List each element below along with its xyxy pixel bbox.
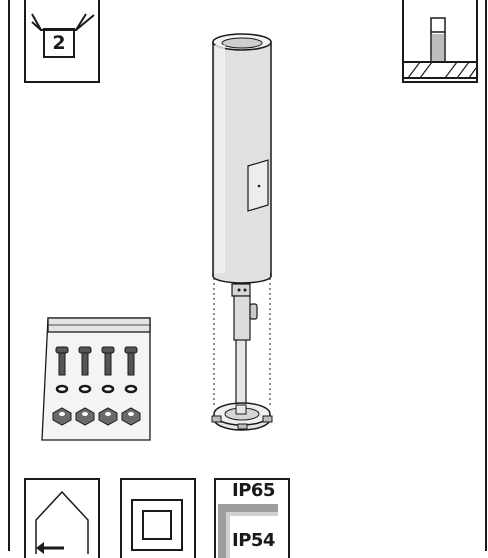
page-frame: [8, 0, 487, 551]
ground-installation-icon: [404, 17, 477, 79]
double-insulation-class-ii-icon: [131, 499, 183, 551]
house-indoor-icon: [35, 490, 89, 554]
class-ii-panel: [120, 478, 196, 558]
ip-rating-icon: [218, 504, 278, 558]
ip-rating-bottom: IP54: [232, 530, 275, 551]
washer-icons: [55, 384, 138, 394]
open-box-icon: [31, 13, 95, 31]
ground-installation-panel: [402, 0, 478, 83]
package-count: 2: [43, 28, 75, 58]
bolt-icons: [55, 346, 138, 376]
ip-rating-panel: IP65 IP54: [214, 478, 290, 558]
indoor-use-panel: [24, 478, 100, 558]
ip-rating-top: IP65: [232, 480, 275, 501]
nut-icons: [52, 407, 141, 426]
package-count-panel: 2: [24, 0, 100, 83]
